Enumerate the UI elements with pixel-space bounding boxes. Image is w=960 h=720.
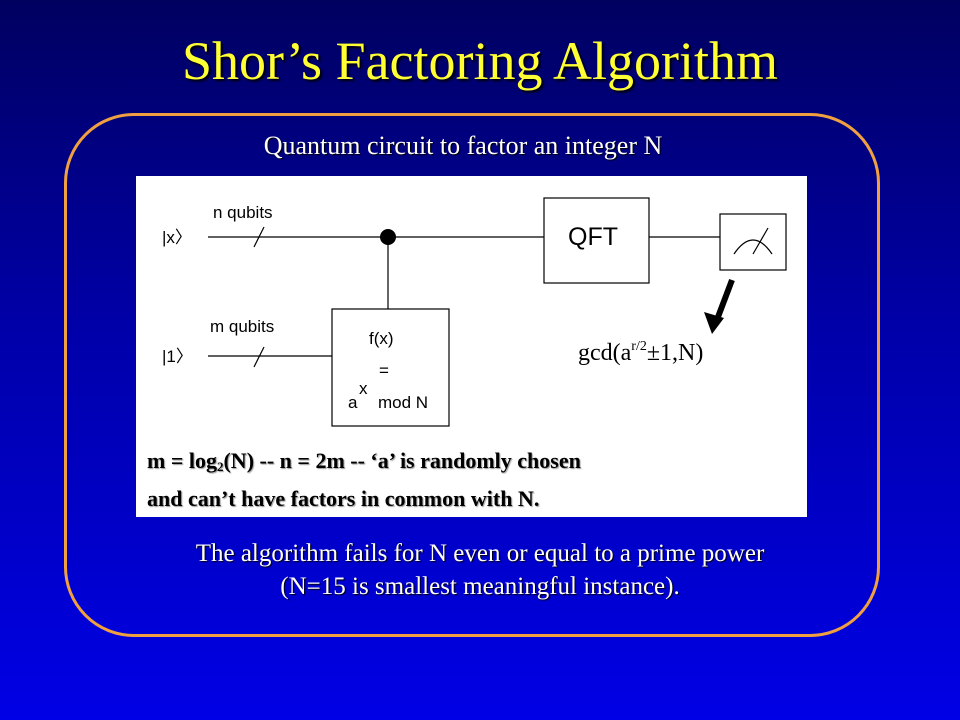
note-line-2: and can’t have factors in common with N. — [147, 486, 540, 511]
gcd-exponent: r/2 — [631, 339, 647, 354]
qft-box — [543, 197, 650, 284]
x-exponent: x — [359, 379, 368, 398]
circuit-wires — [208, 197, 787, 427]
m-qubits-label: m qubits — [210, 317, 275, 336]
arrow-head — [704, 312, 724, 334]
fx-box — [331, 308, 450, 427]
footer-text: The algorithm fails for N even or equal … — [0, 537, 960, 603]
gcd-prefix: gcd(a — [578, 340, 632, 366]
ket-1: |1〉 — [162, 347, 193, 366]
content-panel — [64, 113, 880, 637]
equals-label: = — [379, 361, 389, 380]
fx-label: f(x) — [369, 329, 394, 348]
qft-label: QFT — [568, 223, 618, 251]
a-base: a — [348, 393, 358, 412]
note-log-text: m = log — [147, 448, 217, 473]
meter-box — [719, 213, 787, 271]
n-qubits-label: n qubits — [213, 203, 273, 222]
arrow-shaft — [715, 278, 735, 319]
parameter-note: m = log2(N) -- n = 2m -- ‘a’ is randomly… — [147, 445, 807, 515]
meter-needle — [752, 227, 769, 255]
gcd-suffix: ±1,N) — [646, 340, 704, 366]
ket-x: |x〉 — [162, 228, 192, 247]
note-line-1-rest: (N) -- n = 2m -- ‘a’ is randomly chosen — [223, 448, 581, 473]
footer-line-1: The algorithm fails for N even or equal … — [195, 540, 765, 567]
control-dot — [380, 229, 396, 245]
note-line-1: m = log2(N) -- n = 2m -- ‘a’ is randomly… — [147, 445, 807, 483]
footer-line-2: (N=15 is smallest meaningful instance). — [280, 573, 680, 600]
meter-arc — [733, 239, 773, 255]
slash-n — [253, 226, 265, 248]
circuit-diagram: |x〉 |1〉 n qubits m qubits QFT f(x) = a x… — [136, 176, 807, 517]
slide-title: Shor’s Factoring Algorithm — [181, 31, 778, 91]
slash-m — [253, 346, 265, 368]
mod-n-label: mod N — [378, 393, 429, 412]
gcd-label: gcd(ar/2±1,N) — [578, 339, 703, 367]
circuit-caption: Quantum circuit to factor an integer N — [263, 131, 663, 160]
note-log-base: 2 — [216, 459, 224, 474]
